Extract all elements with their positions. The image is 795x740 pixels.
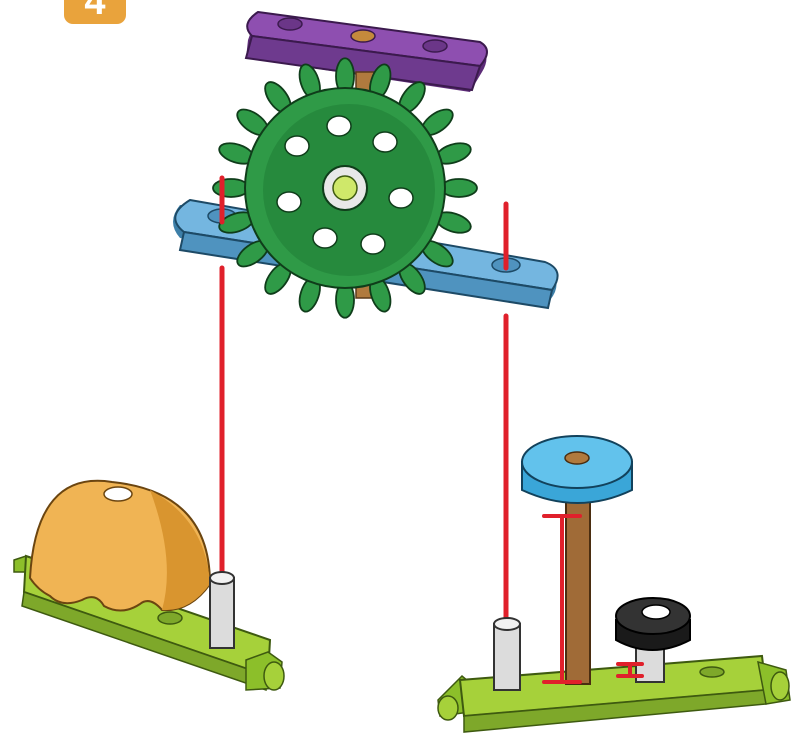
gear-hole: [285, 136, 309, 156]
gear-hole: [277, 192, 301, 212]
gear-hole: [373, 132, 397, 152]
blue-knob: [522, 436, 632, 503]
white-peg-right: [494, 618, 520, 690]
white-peg-left: [210, 572, 234, 648]
gear-hole: [389, 188, 413, 208]
gear-hole: [327, 116, 351, 136]
gear-hole: [313, 228, 337, 248]
gear-tooth: [213, 179, 249, 197]
gear-tooth: [441, 179, 477, 197]
gear-hole: [361, 234, 385, 254]
gear-center: [333, 176, 357, 200]
lime-base-bar-right: [438, 656, 790, 732]
orange-dome: [30, 481, 210, 611]
